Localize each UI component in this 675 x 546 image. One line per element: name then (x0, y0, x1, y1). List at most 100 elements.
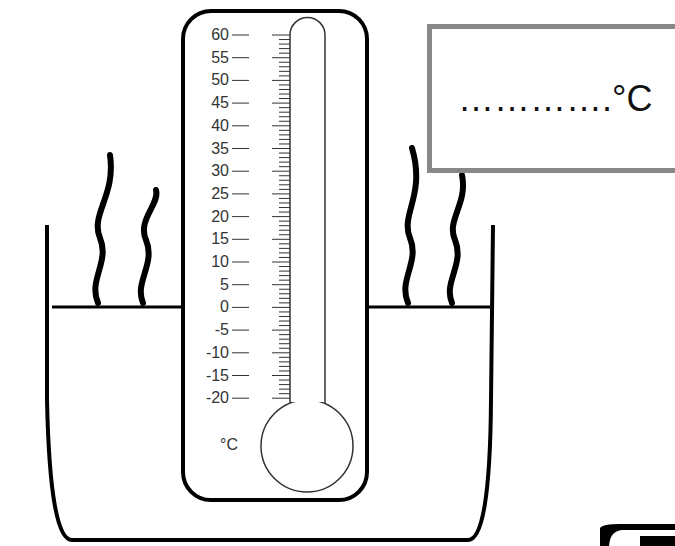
thermometer-bulb (261, 400, 353, 492)
major-tick (232, 307, 249, 308)
minor-tick (279, 112, 290, 113)
minor-tick (279, 166, 290, 167)
minor-tick (279, 153, 290, 154)
minor-tick (279, 275, 290, 276)
minor-tick (279, 202, 290, 203)
major-tick (232, 239, 249, 240)
minor-tick (279, 180, 290, 181)
minor-tick (272, 148, 290, 149)
steam-line (450, 175, 463, 303)
minor-tick (279, 221, 290, 222)
scale-number: 5 (220, 276, 229, 294)
minor-tick (279, 393, 290, 394)
minor-tick (272, 103, 290, 104)
minor-tick (272, 330, 290, 331)
scale-number: 40 (211, 117, 229, 135)
minor-tick (279, 130, 290, 131)
major-tick (232, 375, 249, 376)
minor-tick (279, 348, 290, 349)
thermometer-body (183, 11, 367, 500)
minor-tick (279, 121, 290, 122)
minor-tick (279, 198, 290, 199)
minor-tick (272, 171, 290, 172)
scale-number: -10 (206, 344, 229, 362)
scale-number: 25 (211, 185, 229, 203)
minor-tick (279, 293, 290, 294)
minor-tick (279, 321, 290, 322)
minor-tick (279, 89, 290, 90)
minor-tick (279, 116, 290, 117)
minor-tick (279, 84, 290, 85)
answer-box: ………….°C (427, 24, 675, 173)
minor-tick (279, 212, 290, 213)
minor-tick (279, 366, 290, 367)
scale-number: -5 (215, 321, 229, 339)
major-tick (232, 284, 249, 285)
minor-tick (279, 225, 290, 226)
major-tick (232, 193, 249, 194)
minor-tick (279, 280, 290, 281)
minor-tick (279, 370, 290, 371)
minor-tick (279, 44, 290, 45)
minor-tick (279, 289, 290, 290)
steam-line (95, 155, 111, 303)
minor-tick (279, 252, 290, 253)
corner-shape-part (640, 536, 675, 546)
minor-tick (279, 339, 290, 340)
minor-tick (279, 257, 290, 258)
minor-tick (272, 352, 290, 353)
minor-tick (279, 53, 290, 54)
minor-tick (279, 134, 290, 135)
minor-tick (279, 75, 290, 76)
minor-tick (272, 307, 290, 308)
steam (95, 148, 463, 303)
major-tick (232, 262, 249, 263)
minor-tick (272, 398, 290, 399)
minor-tick (279, 143, 290, 144)
scale-number: 20 (211, 208, 229, 226)
minor-tick (279, 66, 290, 67)
water-surface (52, 306, 184, 309)
minor-tick (279, 207, 290, 208)
scale-number: 60 (211, 26, 229, 44)
minor-tick (279, 189, 290, 190)
minor-tick (279, 107, 290, 108)
minor-tick (272, 239, 290, 240)
scale-number: 30 (211, 162, 229, 180)
scale-ticks (232, 35, 290, 398)
minor-tick (279, 230, 290, 231)
scale-number: 50 (211, 71, 229, 89)
major-tick (232, 57, 249, 58)
minor-tick (279, 157, 290, 158)
major-tick (232, 148, 249, 149)
major-tick (232, 216, 249, 217)
scale-number: 35 (211, 140, 229, 158)
thermometer-tube (290, 18, 325, 411)
minor-tick (279, 184, 290, 185)
tube-join (291, 398, 324, 402)
major-tick (232, 80, 249, 81)
major-tick (232, 35, 249, 36)
minor-tick (279, 39, 290, 40)
scale-number: 55 (211, 49, 229, 67)
scale-number: -20 (206, 389, 229, 407)
scale-number: 45 (211, 94, 229, 112)
minor-tick (279, 248, 290, 249)
minor-tick (279, 298, 290, 299)
minor-tick (279, 48, 290, 49)
minor-tick (272, 57, 290, 58)
minor-tick (279, 71, 290, 72)
scale-number: 10 (211, 253, 229, 271)
corner-shape (600, 524, 675, 546)
scale-number: 15 (211, 230, 229, 248)
minor-tick (279, 266, 290, 267)
scale-number: -15 (206, 367, 229, 385)
minor-tick (279, 98, 290, 99)
minor-tick (279, 62, 290, 63)
minor-tick (279, 175, 290, 176)
minor-tick (272, 216, 290, 217)
minor-tick (279, 384, 290, 385)
minor-tick (272, 262, 290, 263)
scale-number: 0 (220, 298, 229, 316)
